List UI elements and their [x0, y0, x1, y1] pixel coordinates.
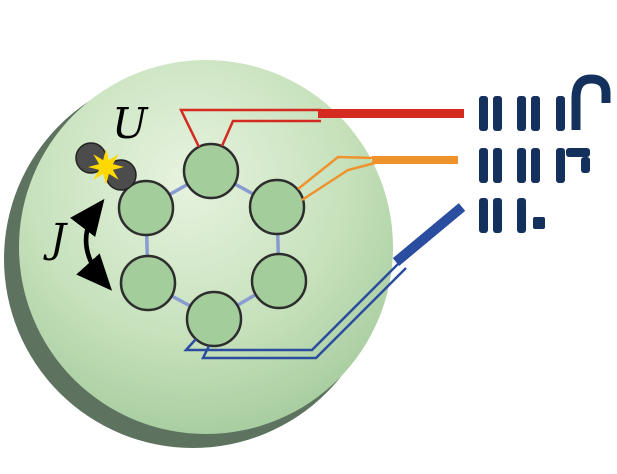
lattice-site-5 [119, 254, 177, 312]
hopping-arrow [70, 198, 113, 291]
glyph-bar [493, 96, 502, 131]
interaction-atoms [75, 142, 137, 191]
blue-wire-2 [200, 267, 407, 360]
red-channel [179, 108, 464, 148]
glyph-bar [556, 96, 565, 131]
glyph-dot [533, 217, 545, 229]
readout-glyph-row-3 [479, 198, 545, 233]
collision-spark-icon [88, 149, 124, 185]
blue-readout-bar [392, 203, 466, 266]
glyph-bar [517, 148, 526, 183]
lattice-site-6 [117, 179, 175, 237]
blue-channel [183, 203, 466, 360]
glyph-bar [517, 96, 526, 131]
glyph-bar [556, 148, 565, 183]
glyph-hook [571, 74, 611, 130]
lattice-site-4 [185, 290, 243, 348]
interaction-label: U [112, 99, 149, 148]
orange-channel [297, 155, 458, 202]
sphere [19, 60, 393, 434]
red-wire-1 [179, 108, 321, 148]
glyph-bar [479, 96, 488, 131]
lattice-site-1 [182, 142, 240, 200]
orange-wire-2 [301, 161, 376, 202]
glyph-bar [479, 198, 488, 233]
red-wire-2 [220, 119, 321, 147]
glyph-bar [581, 157, 590, 173]
glyph-bar [531, 148, 540, 183]
glyph-bar [517, 198, 526, 233]
glyph-bar [493, 148, 502, 183]
red-readout-bar [318, 109, 464, 118]
orange-readout-bar [372, 156, 458, 164]
glyph-bar [479, 148, 488, 183]
orange-wire-1 [297, 155, 376, 190]
glyph-bar [531, 96, 540, 131]
readout-glyph-row-1 [479, 74, 611, 131]
readout-glyph-row-2 [479, 148, 590, 183]
glyph-bar [493, 198, 502, 233]
glyph-bar [566, 148, 590, 157]
lattice-site-3 [250, 252, 308, 310]
blue-wire-1 [183, 261, 401, 352]
lattice-sites [117, 142, 308, 348]
lattice-site-2 [248, 178, 306, 236]
